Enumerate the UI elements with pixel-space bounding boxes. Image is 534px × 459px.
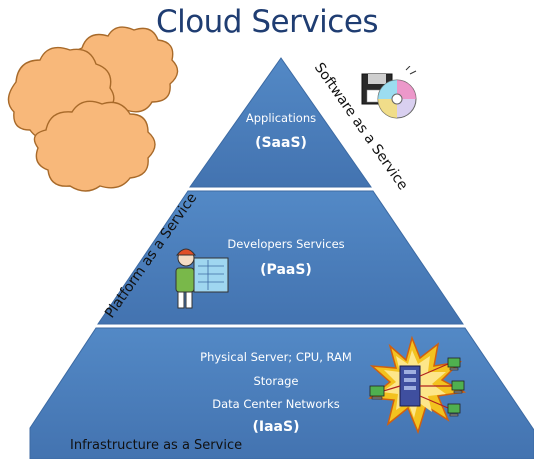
iaas-abbreviation: (IaaS) (252, 419, 300, 435)
infrastructure-as-a-service-label: Infrastructure as a Service (70, 438, 243, 453)
iaas-line: Storage (253, 374, 299, 388)
paas-description: Developers Services (227, 237, 345, 251)
page-title: Cloud Services (155, 4, 379, 40)
floppy-cd-icon (361, 66, 417, 119)
iaas-line: Data Center Networks (212, 397, 340, 411)
iaas-line: Physical Server; CPU, RAM (200, 350, 352, 364)
paas-abbreviation: (PaaS) (260, 262, 312, 278)
developer-blueprint-icon (175, 248, 229, 309)
server-network-burst-icon (368, 336, 467, 434)
pyramid-tier-saas (189, 57, 372, 188)
saas-abbreviation: (SaaS) (255, 135, 307, 151)
saas-description: Applications (245, 111, 317, 125)
